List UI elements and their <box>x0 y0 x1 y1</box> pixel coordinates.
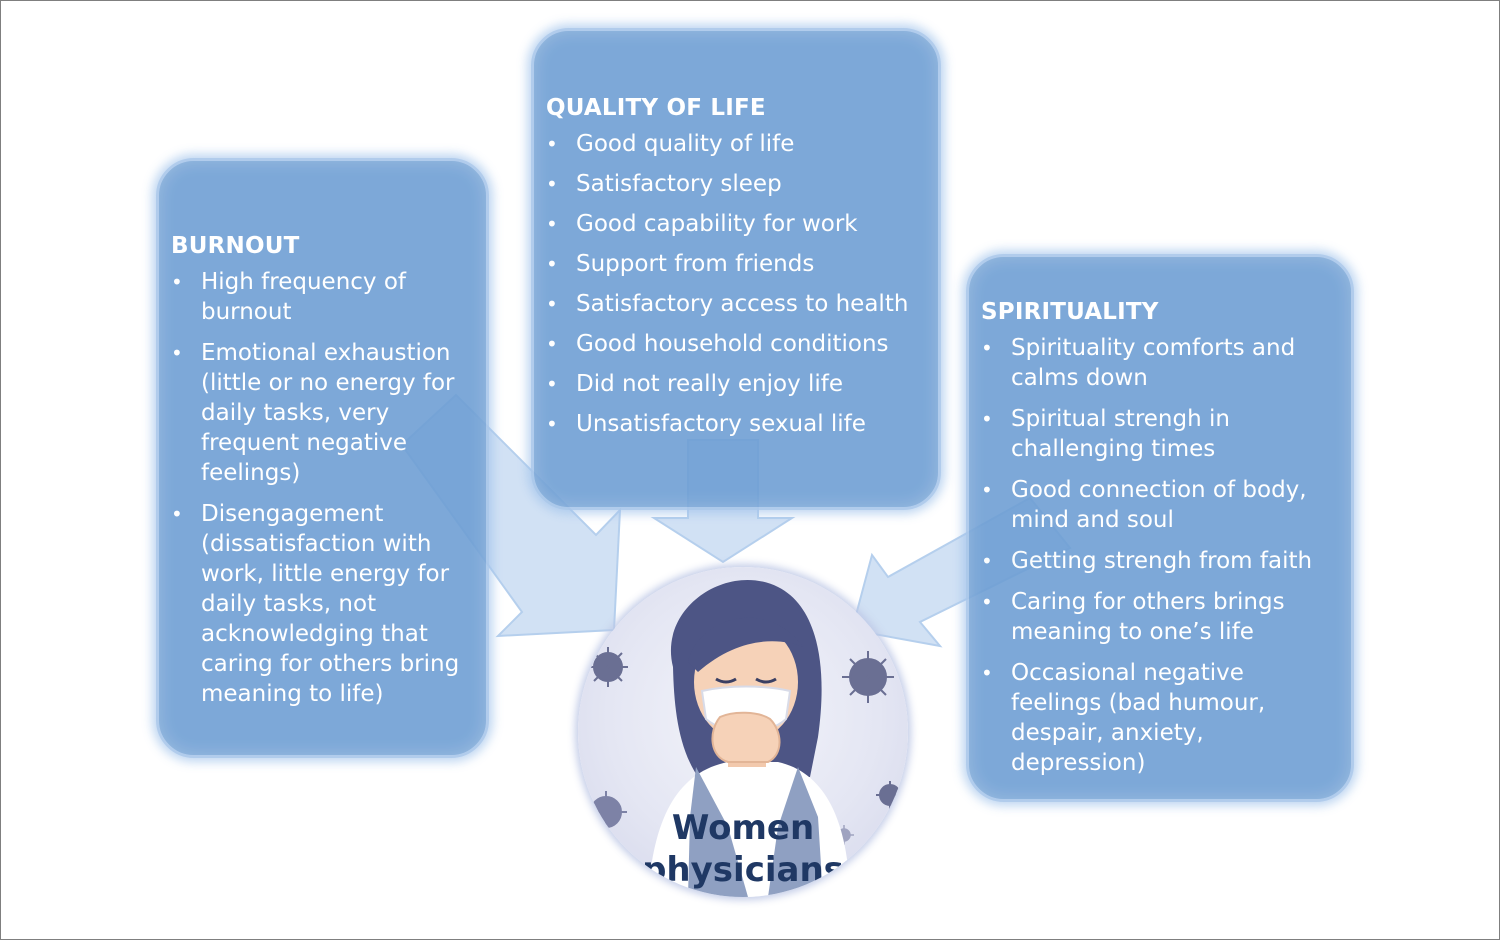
list-item: Caring for others brings meaning to one’… <box>981 587 1339 647</box>
spirituality-list: Spirituality comforts and calms down Spi… <box>981 333 1339 778</box>
burnout-title: BURNOUT <box>171 233 474 259</box>
list-item: Good connection of body, mind and soul <box>981 475 1339 535</box>
list-item: Occasional negative feelings (bad humour… <box>981 658 1339 778</box>
list-item: Spirituality comforts and calms down <box>981 333 1339 393</box>
quality-of-life-box: QUALITY OF LIFE Good quality of life Sat… <box>531 28 941 510</box>
virus-icon <box>876 781 904 809</box>
list-item: Satisfactory sleep <box>546 169 926 199</box>
list-item: Unsatisfactory sexual life <box>546 409 926 439</box>
virus-icon <box>588 647 628 687</box>
virus-icon <box>842 651 894 703</box>
burnout-list: High frequency of burnout Emotional exha… <box>171 267 474 709</box>
quality-of-life-title: QUALITY OF LIFE <box>546 95 926 121</box>
list-item: Good quality of life <box>546 129 926 159</box>
center-circle: Women physicians <box>578 567 908 897</box>
list-item: Getting strengh from faith <box>981 546 1339 576</box>
list-item: Spiritual strengh in challenging times <box>981 404 1339 464</box>
list-item: Support from friends <box>546 249 926 279</box>
list-item: Satisfactory access to health <box>546 289 926 319</box>
spirituality-box: SPIRITUALITY Spirituality comforts and c… <box>966 254 1354 802</box>
burnout-box: BURNOUT High frequency of burnout Emotio… <box>156 158 489 758</box>
center-label: Women physicians <box>578 807 908 891</box>
list-item: High frequency of burnout <box>171 267 474 327</box>
list-item: Did not really enjoy life <box>546 369 926 399</box>
list-item: Good household conditions <box>546 329 926 359</box>
spirituality-title: SPIRITUALITY <box>981 299 1339 325</box>
list-item: Disengagement (dissatisfaction with work… <box>171 499 474 709</box>
quality-of-life-list: Good quality of life Satisfactory sleep … <box>546 129 926 439</box>
list-item: Emotional exhaustion (little or no energ… <box>171 338 474 488</box>
list-item: Good capability for work <box>546 209 926 239</box>
